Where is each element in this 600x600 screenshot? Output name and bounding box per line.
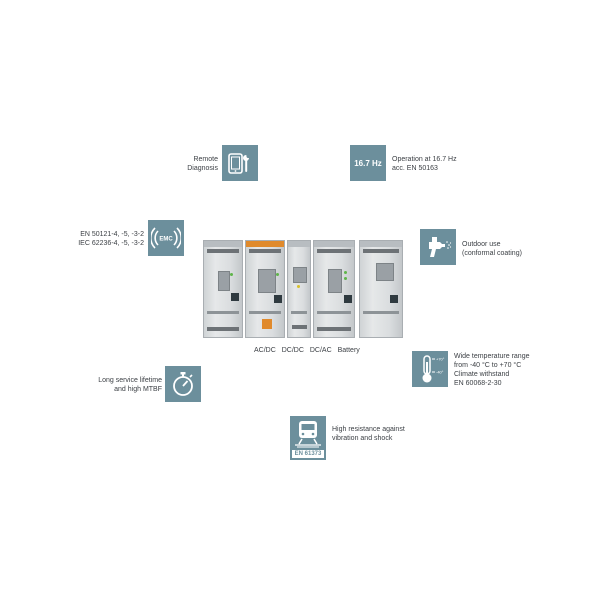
outdoor-tile xyxy=(420,229,456,265)
temp-scale-lo: -40° xyxy=(436,370,444,375)
frequency-badge: 16.7 Hz xyxy=(354,158,382,168)
emc-line-1: EN 50121-4, -5, -3-2 xyxy=(80,231,144,238)
train-icon xyxy=(295,421,321,448)
emc-tile: EMC xyxy=(148,220,184,256)
lifetime-line-1: Long service lifetime xyxy=(98,377,162,384)
remote-diagnosis-label: Remote Diagnosis xyxy=(187,155,218,173)
device-dcdc xyxy=(245,240,285,338)
frequency-line-1: Operation at 16.7 Hz xyxy=(392,156,457,163)
device-acdc xyxy=(203,240,243,338)
remote-diagnosis-line-1: Remote xyxy=(193,156,218,163)
device-dcac xyxy=(287,240,311,338)
temperature-line-4: EN 60068-2-30 xyxy=(454,380,502,387)
remote-diagnosis-line-2: Diagnosis xyxy=(187,165,218,172)
emc-label: EN 50121-4, -5, -3-2 IEC 62236-4, -5, -3… xyxy=(78,230,144,248)
temperature-line-1: Wide temperature range xyxy=(454,353,530,360)
temperature-tile: +70° -40° xyxy=(412,351,448,387)
temperature-label: Wide temperature range from -40 °C to +7… xyxy=(454,352,529,388)
power-supply-devices xyxy=(203,240,403,338)
outdoor-line-2: (conformal coating) xyxy=(462,250,522,257)
device-captions: AC/DC DC/DC DC/AC Battery xyxy=(254,347,364,354)
remote-diagnosis-tile xyxy=(222,145,258,181)
frequency-label: Operation at 16.7 Hz acc. EN 50163 xyxy=(392,155,457,173)
outdoor-label: Outdoor use (conformal coating) xyxy=(462,240,522,258)
lifetime-line-2: and high MTBF xyxy=(114,386,162,393)
caption-dcdc: DC/DC xyxy=(281,347,304,354)
temperature-line-3: Climate withstand xyxy=(454,371,510,378)
emc-line-2: IEC 62236-4, -5, -3-2 xyxy=(78,240,144,247)
emc-badge: EMC xyxy=(159,237,173,243)
device-battery-module xyxy=(313,240,355,338)
caption-battery: Battery xyxy=(337,347,360,354)
frequency-tile: 16.7 Hz xyxy=(350,145,386,181)
emc-signal-icon: EMC xyxy=(151,227,181,249)
frequency-line-2: acc. EN 50163 xyxy=(392,165,438,172)
device-battery xyxy=(359,240,403,338)
vibration-label: High resistance against vibration and sh… xyxy=(332,425,405,443)
vibration-line-2: vibration and shock xyxy=(332,435,393,442)
spray-gun-icon xyxy=(429,237,452,257)
temp-scale-hi: +70° xyxy=(436,357,445,362)
vibration-line-1: High resistance against xyxy=(332,426,405,433)
en-61373-badge: EN 61373 xyxy=(292,450,324,458)
lifetime-tile xyxy=(165,366,201,402)
lifetime-label: Long service lifetime and high MTBF xyxy=(98,376,162,394)
caption-dcac: DC/AC xyxy=(309,347,332,354)
stopwatch-icon xyxy=(173,372,193,396)
caption-acdc: AC/DC xyxy=(254,347,276,354)
temperature-line-2: from -40 °C to +70 °C xyxy=(454,362,522,369)
tablet-wrench-icon xyxy=(228,153,249,174)
vibration-tile: EN 61373 xyxy=(290,416,326,460)
outdoor-line-1: Outdoor use xyxy=(462,241,501,248)
thermometer-icon: +70° -40° xyxy=(422,355,445,383)
